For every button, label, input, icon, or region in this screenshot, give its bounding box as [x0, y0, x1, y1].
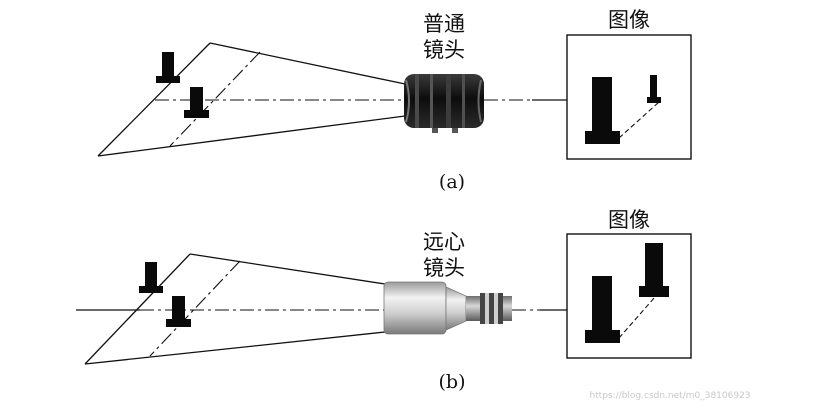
caption-a: (a): [439, 171, 465, 193]
caption-b: (b): [439, 371, 466, 393]
field-of-view-b: [84, 253, 386, 365]
field-of-view-a: [97, 42, 406, 157]
watermark: https://blog.csdn.net/m0_38106923: [589, 391, 750, 401]
image-correspondence-a: [618, 101, 660, 139]
lens-label-b-line2: 镜头: [423, 256, 465, 280]
image-object-large-b: [585, 276, 620, 343]
image-object-small-a: [647, 75, 661, 103]
image-label-b: 图像: [608, 208, 650, 232]
object-near-a: [184, 87, 209, 118]
panel-b: 远心 镜头 图像 (b): [76, 208, 692, 393]
lens-label-b-line1: 远心: [423, 230, 465, 254]
lens-label-a-line1: 普通: [423, 12, 465, 36]
image-correspondence-b: [618, 296, 656, 339]
telecentric-lens-b: [383, 281, 512, 335]
object-far-a: [156, 52, 180, 83]
image-label-a: 图像: [608, 8, 650, 32]
image-object-large-a: [585, 77, 620, 144]
lens-label-a-line2: 镜头: [423, 38, 465, 62]
panel-a: 普通 镜头 图像 (a): [97, 8, 692, 193]
image-object-small-b: [639, 243, 669, 297]
object-far-b: [139, 262, 163, 293]
object-near-b: [166, 296, 191, 327]
normal-lens-a: [404, 74, 484, 133]
